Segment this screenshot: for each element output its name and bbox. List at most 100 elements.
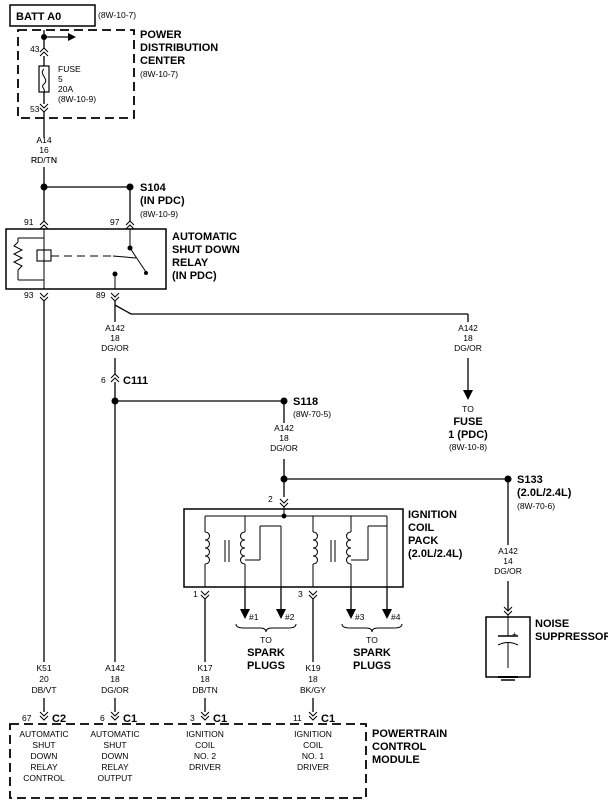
svg-text:POWER: POWER xyxy=(140,29,182,41)
svg-text:(IN PDC): (IN PDC) xyxy=(172,270,217,282)
s118-label: S118 xyxy=(293,396,318,408)
coil-pack-label: IGNITION COIL PACK (2.0L/2.4L) xyxy=(408,509,463,560)
svg-text:SPARK: SPARK xyxy=(353,647,391,659)
svg-text:DG/OR: DG/OR xyxy=(101,343,129,353)
s133-label: S133 (2.0L/2.4L) (8W-70-6) xyxy=(517,474,572,511)
svg-text:AUTOMATIC: AUTOMATIC xyxy=(90,729,139,739)
svg-text:DOWN: DOWN xyxy=(31,751,58,761)
svg-text:18: 18 xyxy=(279,433,289,443)
svg-text:A142: A142 xyxy=(105,663,125,673)
pcm-pin-6-desc: AUTOMATIC SHUT DOWN RELAY OUTPUT xyxy=(90,729,139,783)
svg-text:(8W-10-8): (8W-10-8) xyxy=(449,442,487,452)
pdc-pin-43: 43 xyxy=(30,44,40,54)
svg-text:20A: 20A xyxy=(58,84,73,94)
svg-text:C1: C1 xyxy=(321,713,335,725)
svg-text:DB/TN: DB/TN xyxy=(192,685,218,695)
svg-text:BK/GY: BK/GY xyxy=(300,685,326,695)
svg-text:TO: TO xyxy=(366,635,378,645)
svg-text:AUTOMATIC: AUTOMATIC xyxy=(19,729,68,739)
svg-text:CENTER: CENTER xyxy=(140,55,185,67)
asd-pin-91: 91 xyxy=(24,217,34,227)
svg-text:DG/OR: DG/OR xyxy=(454,343,482,353)
fuse-label: FUSE 5 20A (8W-10-9) xyxy=(58,64,96,104)
pcm-connector-6: 6 C1 xyxy=(100,711,137,725)
c111-label: C111 xyxy=(123,375,148,387)
asd-pin-93: 93 xyxy=(24,290,34,300)
spark-arrow-2 xyxy=(276,609,286,619)
wire-a142-right-label: A142 18 DG/OR xyxy=(454,323,482,353)
wire-a14-code: A14 xyxy=(36,135,51,145)
asd-relay-box xyxy=(5,228,167,290)
svg-text:K19: K19 xyxy=(305,663,320,673)
svg-text:DRIVER: DRIVER xyxy=(189,762,221,772)
svg-text:NO. 2: NO. 2 xyxy=(194,751,216,761)
svg-text:1 (PDC): 1 (PDC) xyxy=(448,429,488,441)
svg-text:SPARK: SPARK xyxy=(247,647,285,659)
spark-arrow-4 xyxy=(382,609,392,619)
fuse1-arrow xyxy=(463,390,473,400)
pdc-bus-arrow xyxy=(68,33,76,41)
spark-brace-right xyxy=(341,623,403,633)
spark-arrow-3 xyxy=(346,609,356,619)
svg-text:RELAY: RELAY xyxy=(172,257,209,269)
asd-label: AUTOMATIC SHUT DOWN RELAY (IN PDC) xyxy=(172,231,240,282)
svg-text:11: 11 xyxy=(293,713,302,723)
svg-text:(IN PDC): (IN PDC) xyxy=(140,195,185,207)
svg-text:IGNITION: IGNITION xyxy=(186,729,224,739)
svg-text:C2: C2 xyxy=(52,713,66,725)
spark-plug-1-label: #1 xyxy=(249,612,259,622)
c111-pin: 6 xyxy=(101,375,106,385)
svg-text:6: 6 xyxy=(100,713,105,723)
s104-label: S104 (IN PDC) (8W-10-9) xyxy=(140,182,185,219)
svg-text:DG/OR: DG/OR xyxy=(494,566,522,576)
svg-text:S104: S104 xyxy=(140,182,167,194)
svg-text:(2.0L/2.4L): (2.0L/2.4L) xyxy=(517,487,572,499)
svg-text:C1: C1 xyxy=(123,713,137,725)
coil-pack-box xyxy=(183,508,404,588)
svg-text:(8W-10-7): (8W-10-7) xyxy=(140,69,178,79)
svg-text:COIL: COIL xyxy=(408,522,435,534)
spark-left-label: TO SPARK PLUGS xyxy=(247,635,285,672)
coil-pin-3: 3 xyxy=(298,589,303,599)
svg-text:K51: K51 xyxy=(36,663,51,673)
wire-a14-gauge: 16 xyxy=(39,145,49,155)
spark-plug-4-label: #4 xyxy=(391,612,401,622)
wire-a142-top-label: A142 18 DG/OR xyxy=(101,323,129,353)
svg-text:COIL: COIL xyxy=(303,740,323,750)
svg-text:PLUGS: PLUGS xyxy=(353,660,391,672)
wire-a142-bottom-label: A142 18 DG/OR xyxy=(101,663,129,695)
spark-arrow-1 xyxy=(240,609,250,619)
pcm-label: POWERTRAIN CONTROL MODULE xyxy=(372,728,447,766)
svg-text:DISTRIBUTION: DISTRIBUTION xyxy=(140,42,218,54)
svg-text:COIL: COIL xyxy=(195,740,215,750)
svg-text:A142: A142 xyxy=(105,323,125,333)
svg-text:FUSE: FUSE xyxy=(58,64,81,74)
svg-text:K17: K17 xyxy=(197,663,212,673)
svg-text:RELAY: RELAY xyxy=(101,762,129,772)
fuse1-label: TO FUSE 1 (PDC) (8W-10-8) xyxy=(448,404,488,452)
svg-text:DRIVER: DRIVER xyxy=(297,762,329,772)
svg-text:18: 18 xyxy=(110,674,120,684)
asd-pin-89: 89 xyxy=(96,290,106,300)
svg-text:SUPPRESSOR: SUPPRESSOR xyxy=(535,631,608,643)
svg-text:(8W-70-6): (8W-70-6) xyxy=(517,501,555,511)
svg-text:14: 14 xyxy=(503,556,513,566)
c111-connector xyxy=(110,373,120,383)
pdc-pin-53: 53 xyxy=(30,104,40,114)
svg-text:CONTROL: CONTROL xyxy=(23,773,65,783)
wire-k51-label: K51 20 DB/VT xyxy=(31,663,56,695)
svg-text:IGNITION: IGNITION xyxy=(408,509,457,521)
svg-text:DG/OR: DG/OR xyxy=(101,685,129,695)
coil-secondary-left xyxy=(240,531,246,565)
coil-primary-right xyxy=(312,531,318,565)
pcm-connector-67: 67 C2 xyxy=(22,711,66,725)
svg-text:POWERTRAIN: POWERTRAIN xyxy=(372,728,447,740)
svg-text:A142: A142 xyxy=(274,423,294,433)
pcm-box xyxy=(9,723,367,799)
svg-text:TO: TO xyxy=(260,635,272,645)
svg-text:(2.0L/2.4L): (2.0L/2.4L) xyxy=(408,548,463,560)
svg-text:IGNITION: IGNITION xyxy=(294,729,332,739)
asd-pin-97: 97 xyxy=(110,217,120,227)
spark-plug-2-label: #2 xyxy=(285,612,295,622)
